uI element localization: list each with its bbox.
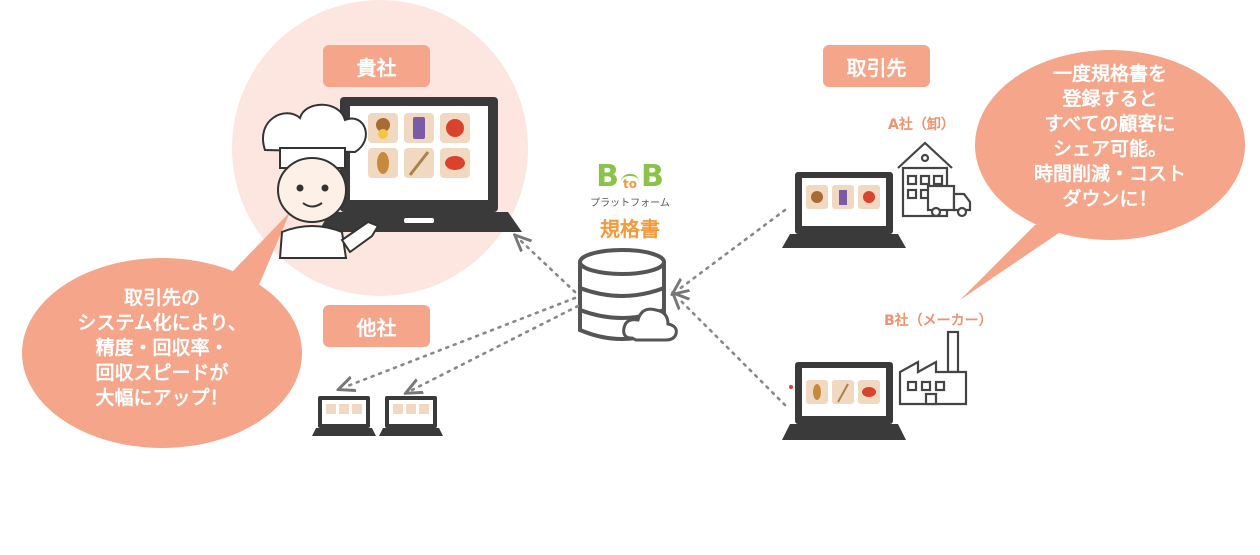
laptop-icon	[318, 97, 522, 232]
right-bubble-text: 一度規格書を 登録すると すべての顧客に シェア可能。 時間削減・コスト ダウン…	[1033, 63, 1186, 211]
right-speech-bubble	[960, 50, 1245, 300]
platform-logo: B to B プラットフォーム 規格書	[585, 160, 675, 242]
laptop-icon	[782, 362, 906, 440]
partners-label: 取引先	[823, 45, 930, 87]
laptop-icon	[379, 396, 443, 436]
other-company-label: 他社	[323, 305, 430, 347]
data-flow-arrows	[345, 208, 787, 407]
laptop-icon	[312, 396, 376, 436]
platform-title: 規格書	[600, 217, 660, 241]
logo-subtitle: プラットフォーム	[590, 198, 670, 209]
logo-to: to	[621, 174, 639, 192]
laptop-icon	[782, 172, 906, 248]
factory-icon	[898, 330, 968, 406]
cloud-icon	[622, 307, 678, 342]
food-icon	[368, 113, 470, 178]
logo-b-left: B	[596, 159, 619, 194]
left-speech-bubble	[22, 212, 302, 448]
left-bubble-text: 取引先の システム化により、 精度・回収率・ 回収スピードが 大幅にアップ！	[77, 287, 247, 410]
company-a-label: A社（卸）	[888, 117, 955, 133]
company-b-label: B社（メーカー）	[884, 313, 993, 329]
chef-icon	[262, 103, 380, 259]
truck-icon	[926, 184, 972, 218]
logo-b-right: B	[640, 159, 664, 194]
our-company-label: 貴社	[323, 45, 430, 87]
